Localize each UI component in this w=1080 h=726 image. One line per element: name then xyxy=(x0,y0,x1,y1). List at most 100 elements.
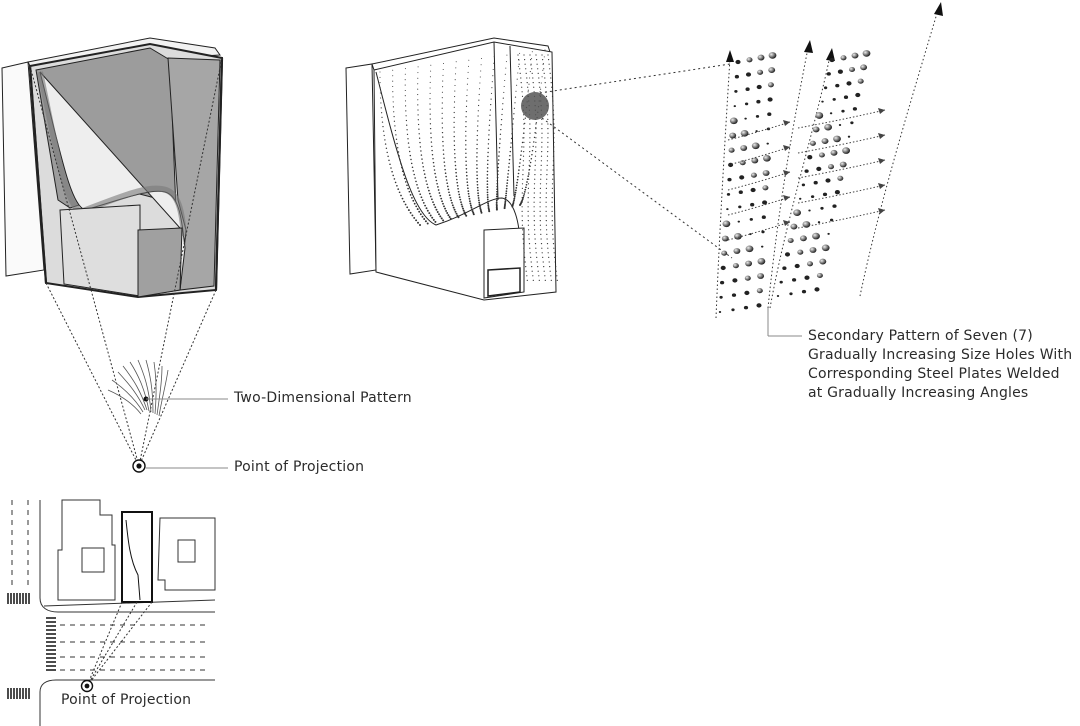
perforation-dot xyxy=(384,143,387,145)
perforation-dot xyxy=(429,108,431,110)
perforation-dot xyxy=(523,191,526,193)
perforation-hole xyxy=(816,166,822,172)
perforation-dot xyxy=(441,131,444,134)
perforation-dot xyxy=(408,146,410,148)
perforation-dot xyxy=(509,154,511,157)
perforation-dot xyxy=(441,127,444,129)
perforation-dot xyxy=(536,59,538,61)
point-of-projection-marker xyxy=(132,459,146,473)
perforation-hole xyxy=(744,275,751,281)
perforation-dot xyxy=(384,139,386,141)
perforation-hole xyxy=(823,86,828,90)
perforation-dot xyxy=(476,152,478,154)
perforation-hole xyxy=(726,193,731,196)
perforation-hole xyxy=(729,132,737,139)
perforation-dot xyxy=(404,100,407,102)
perforation-dot xyxy=(553,128,555,130)
perforation-dot xyxy=(417,66,419,68)
perforation-dot xyxy=(453,144,456,147)
perforation-dot xyxy=(528,155,531,157)
perforation-dot xyxy=(546,174,548,176)
perforation-dot xyxy=(379,71,381,73)
perforation-dot xyxy=(455,61,457,63)
perforation-dot xyxy=(454,160,456,163)
perforation-dot xyxy=(424,176,427,179)
perforation-hole xyxy=(761,230,765,234)
perforation-dot xyxy=(504,196,507,199)
perforation-hole xyxy=(721,235,729,242)
perforation-dot xyxy=(430,141,433,143)
perforation-dot xyxy=(553,123,555,125)
site-road-curb-lower xyxy=(39,679,215,726)
perforation-dot xyxy=(431,145,433,148)
perforation-hole xyxy=(794,263,800,269)
perforation-dot xyxy=(420,154,423,156)
perforation-dot xyxy=(431,153,434,156)
perforation-dot xyxy=(540,238,542,240)
perforation-dot xyxy=(455,67,457,69)
perforation-dot xyxy=(478,201,481,204)
perforation-dot xyxy=(522,238,524,240)
perforation-dot xyxy=(417,109,419,111)
row-arrow-head xyxy=(783,145,790,151)
perforation-dot xyxy=(441,122,443,124)
perforation-dot xyxy=(429,123,432,125)
perforation-hole xyxy=(746,57,753,63)
perforation-dot xyxy=(488,138,490,141)
site-neighbor-building-left xyxy=(57,499,116,601)
perforation-dot xyxy=(525,186,527,189)
perforation-dot xyxy=(416,208,419,211)
perforation-dot xyxy=(523,118,525,120)
perforation-dot xyxy=(504,200,507,203)
perforation-dot xyxy=(543,266,545,268)
perforation-dot xyxy=(528,229,530,231)
perforation-dot xyxy=(545,206,547,208)
perforation-dot xyxy=(403,177,406,180)
perforation-dot xyxy=(430,64,432,66)
perforation-dot xyxy=(537,72,539,74)
perforation-dot xyxy=(463,211,466,214)
perforation-dot xyxy=(523,247,525,249)
perforation-hole xyxy=(802,221,811,228)
perforation-dot xyxy=(553,137,555,139)
perforation-dot xyxy=(531,68,533,70)
perforation-dot xyxy=(495,204,498,207)
perforation-dot xyxy=(404,73,406,75)
perforation-dot xyxy=(470,206,473,209)
perforation-dot xyxy=(466,100,468,102)
perforation-dot xyxy=(527,197,529,199)
perforation-dot xyxy=(488,124,491,126)
perforation-hole xyxy=(837,69,843,74)
perforation-dot xyxy=(479,208,482,211)
perforation-dot xyxy=(548,59,550,61)
perforation-dot xyxy=(442,86,444,88)
perforation-hole xyxy=(855,92,861,98)
perforation-dot xyxy=(441,91,443,93)
perforation-dot xyxy=(551,187,554,189)
perforation-dot xyxy=(479,82,481,84)
perforation-dot xyxy=(477,110,479,112)
row-arrow-head xyxy=(783,195,790,201)
perforation-dot xyxy=(513,113,515,115)
perforation-dot xyxy=(394,129,397,132)
perforation-dot xyxy=(486,174,489,176)
perforation-hole xyxy=(729,117,738,125)
perforation-hole xyxy=(761,215,766,219)
perforation-dot xyxy=(412,199,415,202)
perforation-dot xyxy=(442,145,444,147)
edge-right-bold xyxy=(214,57,224,291)
perforation-dot xyxy=(407,209,410,212)
perforation-dot xyxy=(531,154,533,156)
perforation-dot xyxy=(456,184,459,187)
perforation-dot xyxy=(421,199,424,201)
perforation-dot xyxy=(536,63,538,65)
perforation-dot xyxy=(428,192,431,195)
patterned-facade-model xyxy=(345,37,557,301)
zoom-focus-circle xyxy=(521,92,549,120)
perforation-dot xyxy=(540,233,542,235)
perforation-dot xyxy=(529,252,531,254)
perforation-hole xyxy=(738,190,743,194)
perforation-dot xyxy=(553,132,555,134)
perforation-dot xyxy=(498,155,500,157)
perforation-hole xyxy=(824,123,832,131)
